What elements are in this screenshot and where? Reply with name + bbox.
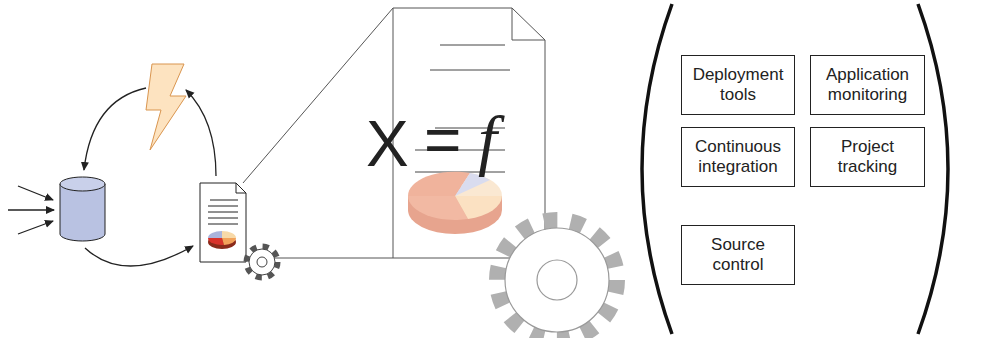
box-text-group: Continuous integration <box>686 137 790 177</box>
database-cylinder <box>60 177 105 241</box>
input-arrows <box>8 186 54 234</box>
box-label: Deployment tools <box>686 65 790 105</box>
tool-box: Application monitoring <box>810 55 925 115</box>
bracket <box>642 4 948 334</box>
box-label: Project tracking <box>815 137 920 177</box>
box-text-group: Source control <box>686 235 790 275</box>
small-gear <box>247 247 277 277</box>
box-text-group: Application monitoring <box>815 65 920 105</box>
tool-box: Deployment tools <box>681 55 795 115</box>
formula-symbol: X <box>366 112 409 176</box>
formula-symbol: f <box>478 106 497 174</box>
box-label: Application monitoring <box>815 65 920 105</box>
box-label: Source control <box>686 235 790 275</box>
tool-box: Source control <box>681 225 795 285</box>
box-text-group: Deployment tools <box>686 65 790 105</box>
small-document <box>200 183 246 262</box>
box-text-group: Project tracking <box>815 137 920 177</box>
tool-box: Continuous integration <box>681 127 795 187</box>
big-gear <box>497 220 617 338</box>
formula-symbol: = <box>424 108 461 172</box>
box-label: Continuous integration <box>686 137 790 177</box>
big-document <box>393 8 545 258</box>
tool-box: Project tracking <box>810 127 925 187</box>
lightning-bolt <box>146 64 186 150</box>
cycle-arrows <box>84 88 216 266</box>
